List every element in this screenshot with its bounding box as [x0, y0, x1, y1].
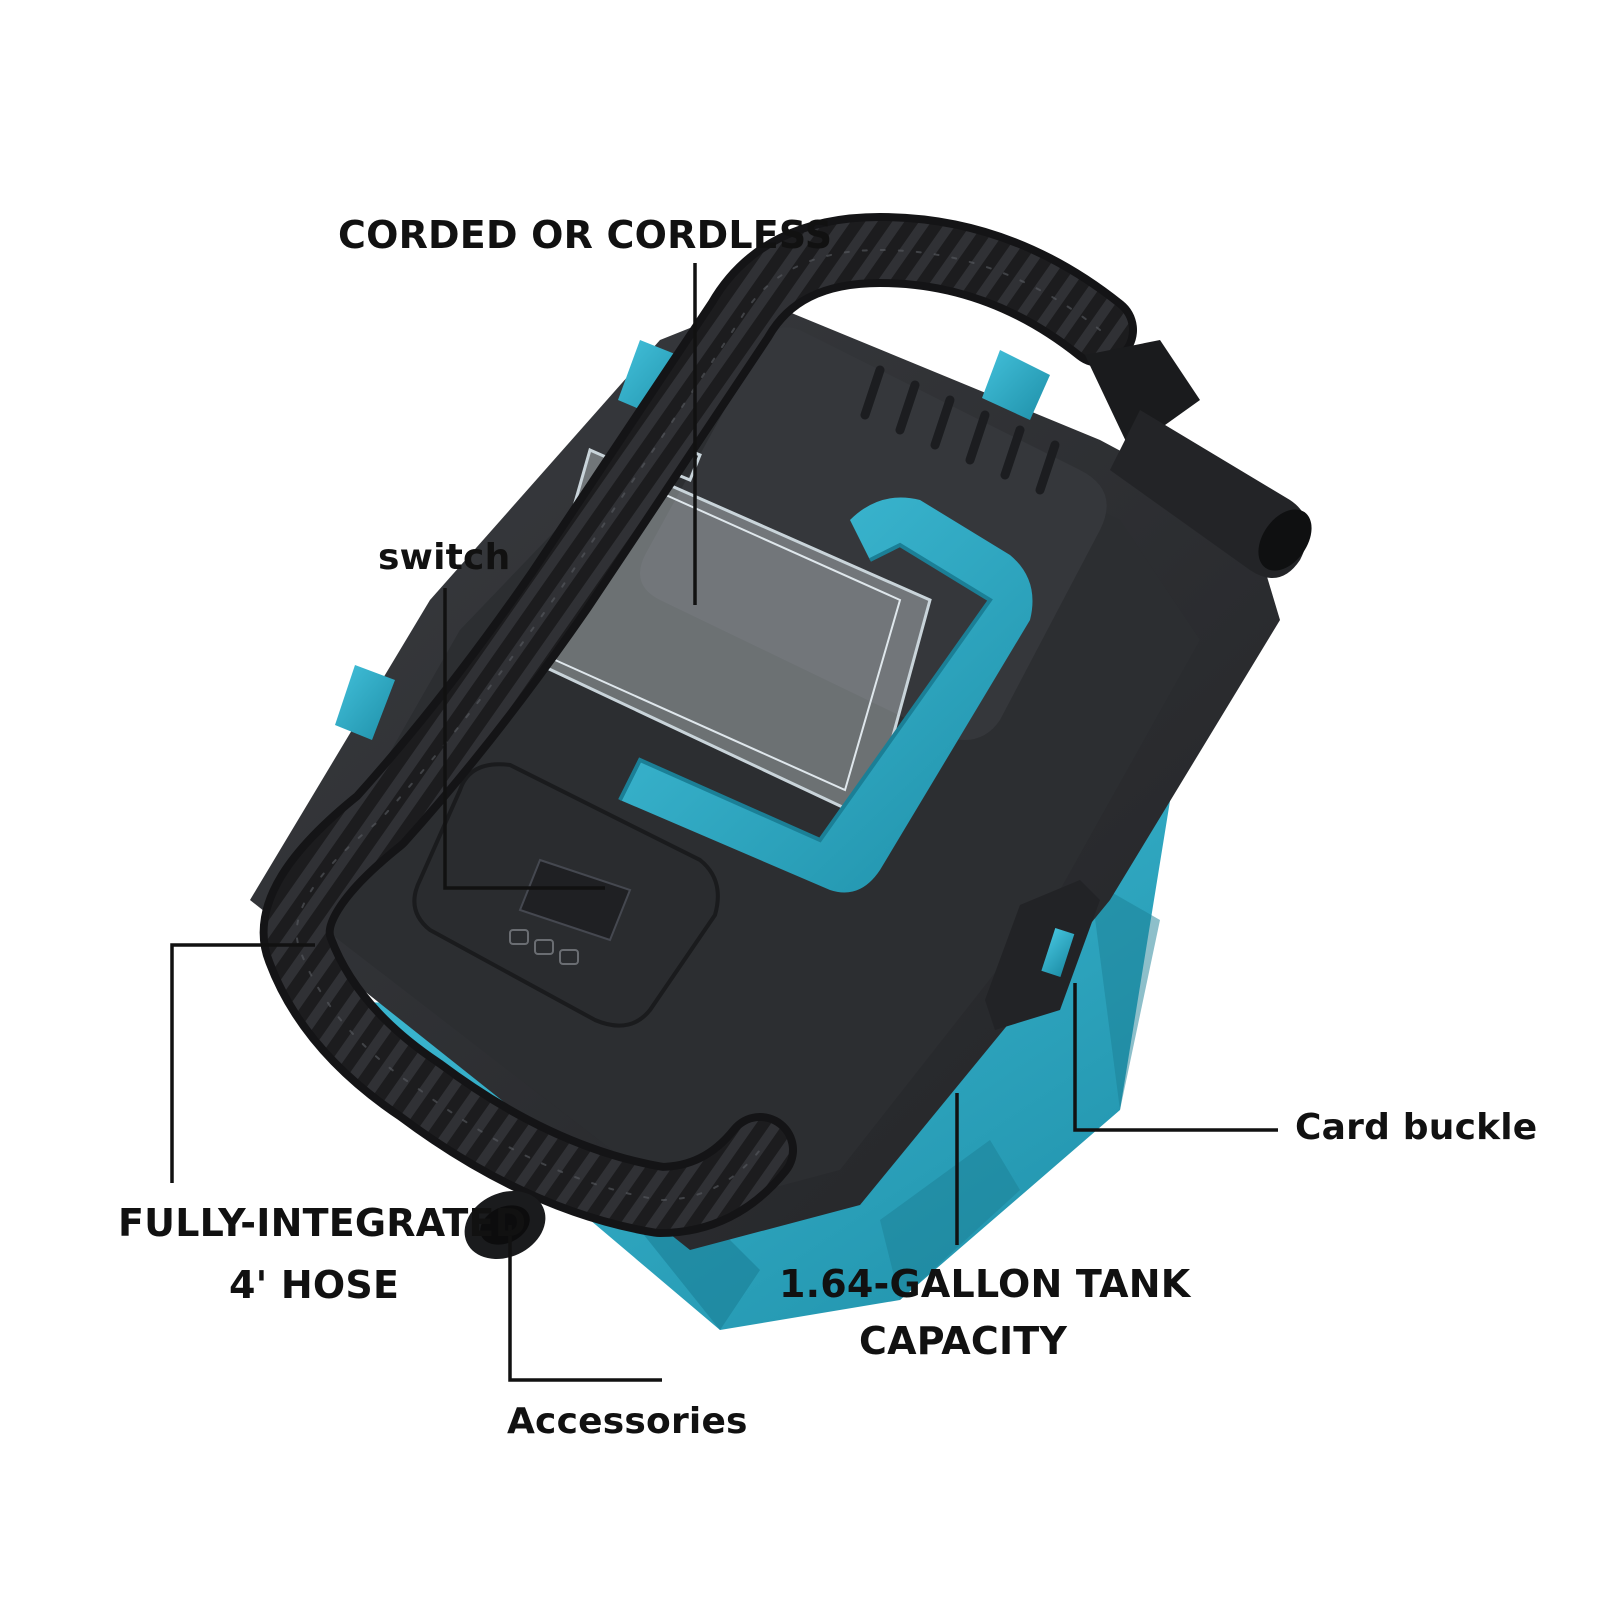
- label-card-buckle: Card buckle: [1295, 1107, 1538, 1148]
- hose-nozzle: [1085, 340, 1312, 578]
- label-corded-or-cordless: CORDED OR CORDLESS: [338, 213, 833, 257]
- carry-handle: [618, 497, 1033, 893]
- label-hose-line1: FULLY-INTEGRATED: [118, 1201, 527, 1245]
- leader-hose: [170, 943, 315, 1183]
- leader-switch: [443, 588, 605, 890]
- label-switch: switch: [378, 537, 511, 578]
- card-buckle-clip: [985, 880, 1100, 1030]
- label-tank-line2: CAPACITY: [859, 1319, 1068, 1363]
- accessories-port: [464, 1190, 546, 1260]
- label-hose-line2: 4' HOSE: [229, 1263, 400, 1307]
- leader-card-buckle: [1073, 983, 1278, 1132]
- leader-accessories: [508, 1225, 662, 1382]
- switch-module: [412, 762, 720, 1028]
- leader-lines: [170, 263, 1278, 1382]
- label-accessories: Accessories: [507, 1401, 748, 1442]
- label-tank-line1: 1.64-GALLON TANK: [779, 1262, 1191, 1306]
- hose: [259, 213, 1137, 1237]
